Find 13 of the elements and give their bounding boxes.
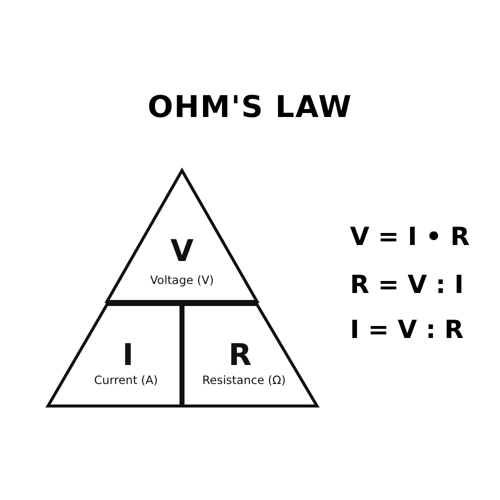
variable-letter: V <box>170 237 194 267</box>
variable-letter: R <box>228 341 252 371</box>
formula: V = I • R <box>350 222 470 251</box>
formula: R = V : I <box>350 270 464 299</box>
title: OHM'S LAW <box>146 90 354 125</box>
triangle-section <box>182 303 318 408</box>
quantity-label: Voltage (V) <box>150 275 214 286</box>
quantity-label: Resistance (Ω) <box>202 375 286 386</box>
triangle-section <box>47 303 182 408</box>
quantity-label: Current (A) <box>94 375 158 386</box>
variable-letter: I <box>122 341 134 371</box>
formula: I = V : R <box>350 315 464 344</box>
triangle-section <box>106 169 258 303</box>
